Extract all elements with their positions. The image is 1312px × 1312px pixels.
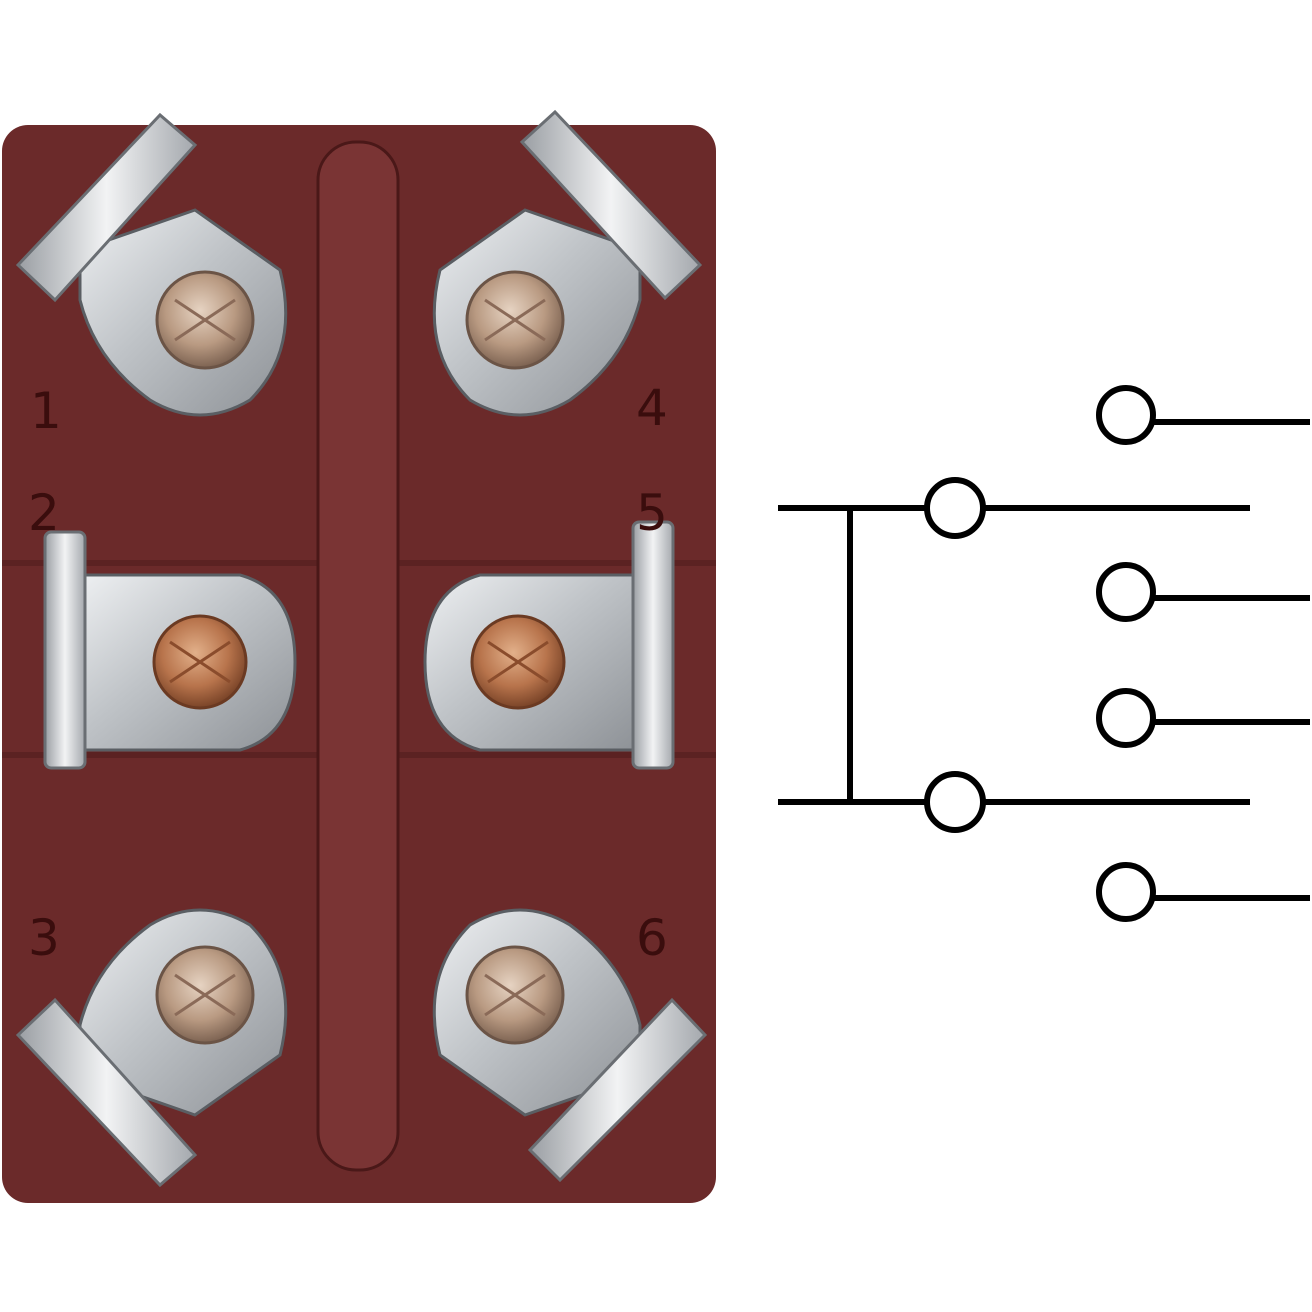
dpdt-schematic: [778, 385, 1310, 922]
pin-label-3: 3: [28, 909, 60, 967]
terminal-1: [15, 112, 288, 417]
pin-label-5: 5: [636, 484, 668, 542]
terminal-2: [43, 530, 297, 770]
throw-contact-1: [1096, 385, 1156, 445]
terminal-3: [15, 908, 288, 1188]
common-contact-upper: [924, 477, 986, 539]
pin-label-1: 1: [30, 382, 62, 440]
terminal-6: [432, 908, 708, 1183]
throw-contact-4: [1096, 862, 1156, 922]
throw-contact-3: [1096, 688, 1156, 748]
terminal-4: [432, 109, 703, 417]
throw-contact-2: [1096, 562, 1156, 622]
pin-label-2: 2: [28, 484, 60, 542]
terminal-5: [423, 520, 675, 770]
common-contact-lower: [924, 771, 986, 833]
pin-label-6: 6: [636, 909, 668, 967]
pin-label-4: 4: [636, 379, 668, 437]
rocker-switch-back-photo: 1 2 3 4 5 6: [2, 109, 716, 1203]
center-divider-rib: [316, 140, 400, 1172]
